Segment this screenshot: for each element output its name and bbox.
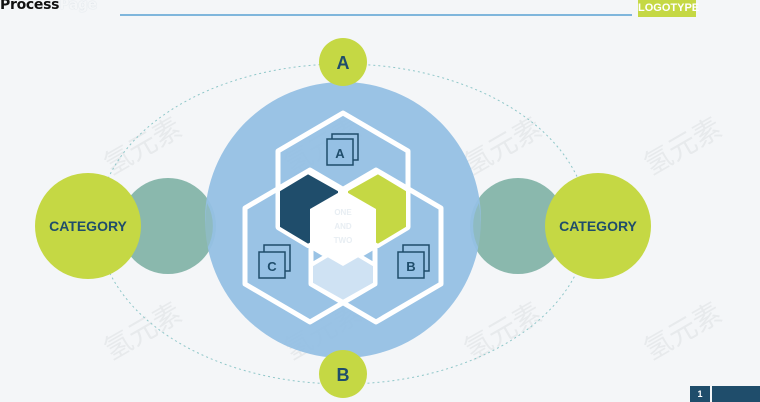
stack-icon-b: B bbox=[397, 244, 430, 279]
top-node-label: A bbox=[337, 53, 350, 73]
hex-label-c: C bbox=[267, 259, 277, 274]
left-category-circle bbox=[35, 173, 141, 279]
page-title-faded: Page bbox=[59, 0, 97, 13]
hex-label-b: B bbox=[406, 259, 415, 274]
page-number: 1 bbox=[690, 386, 710, 402]
center-hexagon bbox=[310, 190, 376, 266]
left-overlap bbox=[205, 203, 213, 249]
page-title: ProcessPage bbox=[0, 0, 97, 13]
right-category-circle bbox=[545, 173, 651, 279]
left-teal-circle bbox=[120, 178, 216, 274]
page-title-main: Process bbox=[0, 0, 60, 13]
bottom-node-circle bbox=[319, 350, 367, 398]
logotype: LOGOTYPE bbox=[638, 0, 699, 17]
header-divider bbox=[120, 14, 632, 16]
stack-icon-a: A bbox=[326, 133, 359, 166]
bottom-node-label: B bbox=[337, 365, 350, 385]
center-text-line-3: TWO bbox=[334, 236, 353, 245]
stack-icon-c: C bbox=[258, 244, 291, 279]
center-text-line-2: AND bbox=[334, 222, 352, 231]
segment-pale bbox=[309, 244, 377, 304]
right-category-label: CATEGORY bbox=[559, 218, 637, 234]
top-node-circle bbox=[319, 38, 367, 86]
center-text-line-1: ONE bbox=[334, 208, 352, 217]
hex-label-a: A bbox=[335, 146, 345, 161]
left-category-label: CATEGORY bbox=[49, 218, 127, 234]
right-teal-circle bbox=[470, 178, 566, 274]
right-overlap bbox=[473, 203, 481, 249]
footer-bar bbox=[712, 386, 760, 402]
